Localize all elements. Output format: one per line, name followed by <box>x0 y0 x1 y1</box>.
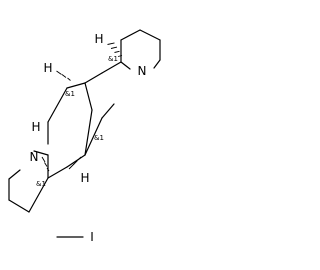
stereo-label-upper-left: &1 <box>65 90 75 98</box>
nitrogen-lower-label: N <box>30 150 39 164</box>
chemical-structure: N N H H H H I &1 &1 &1 &1 <box>8 29 161 244</box>
stereo-bond-lower-right <box>68 156 82 170</box>
upper-piperidine-ring <box>120 29 161 70</box>
hydrogen-top-label: H <box>94 32 103 46</box>
stereo-label-lower-right: &1 <box>94 134 104 142</box>
stereo-label-top: &1 <box>108 55 118 63</box>
nitrogen-upper-label: N <box>138 64 147 78</box>
stereo-bond-top <box>107 42 123 57</box>
hydrogen-middle-label: H <box>31 120 40 134</box>
bridged-core <box>47 61 122 179</box>
iodine-label: I <box>90 230 94 244</box>
hydrogen-upper-left-label: H <box>43 61 52 75</box>
hydrogen-lower-right-label: H <box>80 171 89 185</box>
stereo-label-middle: &1 <box>36 180 46 188</box>
stereo-bond-middle <box>41 156 50 172</box>
lower-piperidine-ring <box>8 150 49 213</box>
stereo-bond-upper-left <box>56 70 71 81</box>
